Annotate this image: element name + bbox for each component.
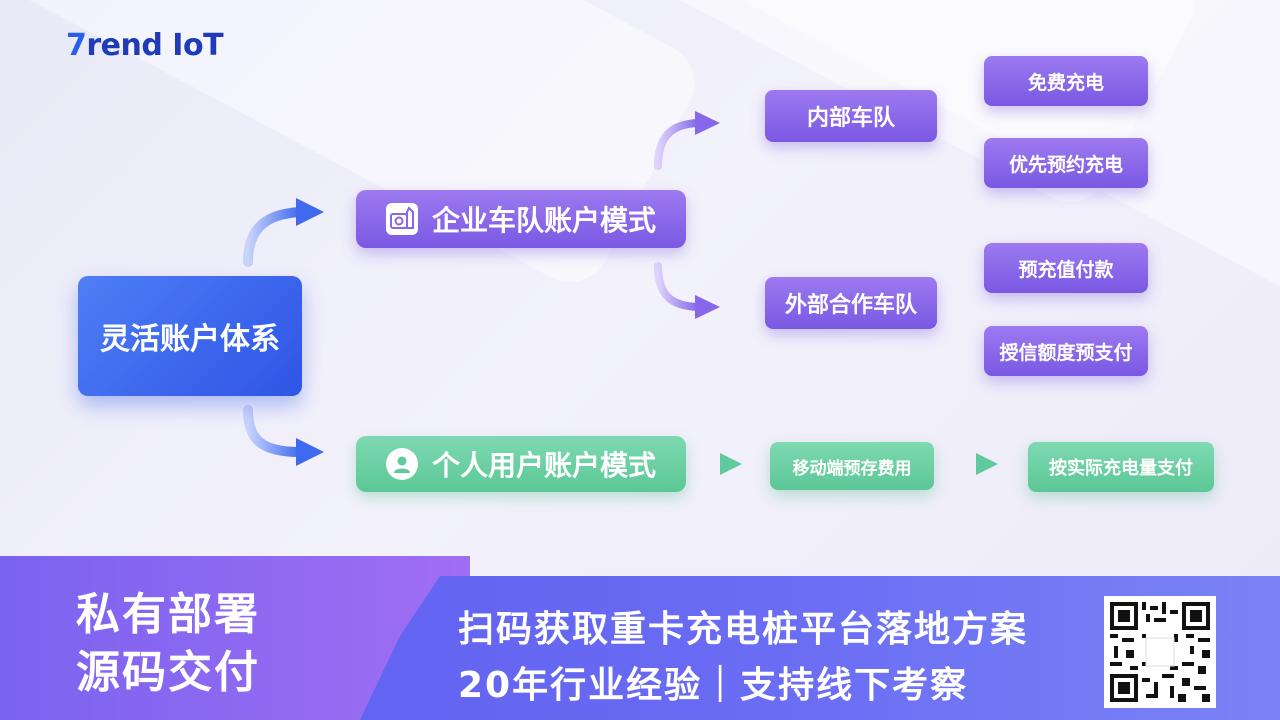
arrow-head-root-enterprise [296,198,324,226]
arrow-enterprise-internal [654,119,702,170]
root-label: 灵活账户体系 [100,322,280,357]
internal-item-priority-booking: 优先预约充电 [984,138,1148,188]
bottom-banner: 私有部署 源码交付 扫码获取重卡充电桩平台落地方案 20年行业经验｜支持线下考察 [0,556,1280,720]
brand-logo: 7rend IoT [66,28,224,63]
internal-item-free-charge: 免费充电 [984,56,1148,106]
connector-arrows [243,111,998,475]
user-icon [385,448,418,480]
arrow-head-personal-step1 [720,453,742,475]
arrow-root-personal [243,405,305,457]
root-node: 灵活账户体系 [78,276,302,396]
personal-step-prestore: 移动端预存费用 [770,442,934,490]
arrow-root-enterprise [243,207,305,267]
arrow-head-enterprise-external [695,295,720,319]
banner-private-deploy: 私有部署 [76,589,260,640]
arrow-enterprise-external [654,262,702,311]
external-fleet-label: 外部合作车队 [784,293,917,318]
arrow-head-root-personal [296,438,324,466]
external-fleet-node: 外部合作车队 [765,277,937,329]
personal-step-pay-by-usage: 按实际充电量支付 [1028,442,1214,492]
internal-fleet-node: 内部车队 [765,90,937,142]
fleet-account-icon [385,203,418,235]
external-item-credit: 授信额度预支付 [984,326,1148,376]
qr-code-icon [1110,602,1210,702]
personal-node: 个人用户账户模式 [356,436,686,492]
qr-code[interactable] [1104,596,1216,708]
enterprise-node: 企业车队账户模式 [356,190,686,248]
arrow-head-step1-step2 [976,453,998,475]
enterprise-label: 企业车队账户模式 [431,204,656,237]
arrow-head-enterprise-internal [695,111,720,135]
internal-fleet-label: 内部车队 [806,106,895,131]
logo-text: rend IoT [86,28,224,63]
banner-source-delivery: 源码交付 [76,647,260,698]
personal-label: 个人用户账户模式 [431,449,656,482]
banner-cta-line1: 扫码获取重卡充电桩平台落地方案 [458,609,1029,650]
external-item-prepaid: 预充值付款 [984,243,1148,293]
banner-left-text: 私有部署 源码交付 [76,586,260,702]
logo-prefix: 7 [66,28,87,63]
banner-cta-line2: 20年行业经验｜支持线下考察 [458,665,969,706]
